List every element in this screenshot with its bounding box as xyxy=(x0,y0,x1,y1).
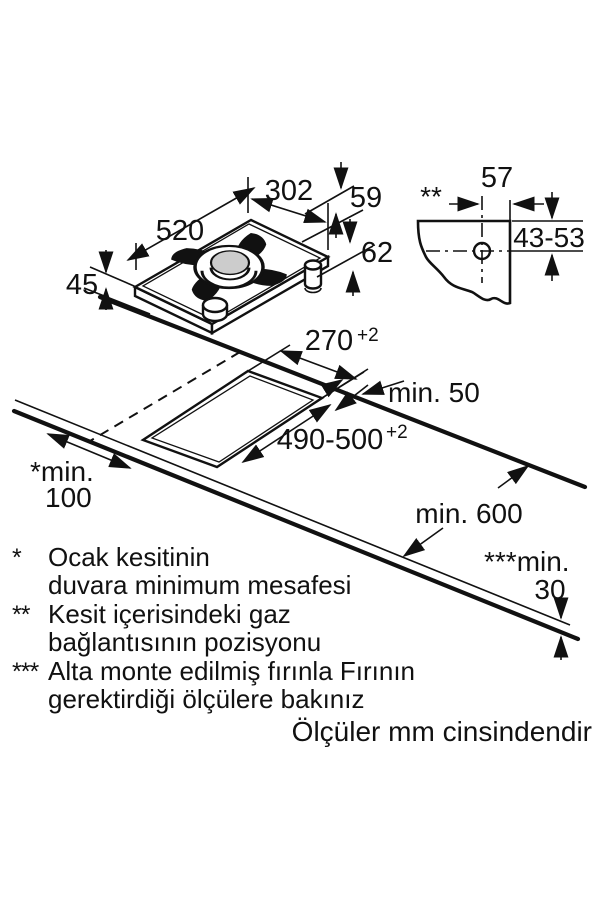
dim-min30-label: ***min. xyxy=(484,546,570,577)
notes: * Ocak kesitinin duvara minimum mesafesi… xyxy=(12,542,415,714)
dim-270-tolerance: +2 xyxy=(357,325,379,346)
note-3-marker: *** xyxy=(12,658,39,686)
gas-pipe xyxy=(303,259,323,294)
dim-302: 302 xyxy=(250,175,329,250)
note-1-marker: * xyxy=(12,544,22,572)
dim-min30-value: 30 xyxy=(534,574,565,605)
dim-min600: min. 600 xyxy=(402,464,530,558)
hob-outline-dashed-line xyxy=(89,351,241,442)
dim-270: 270 +2 xyxy=(247,325,379,399)
dim-min50: min. 50 xyxy=(320,368,480,412)
detail-marker: ** xyxy=(420,181,442,212)
dim-59-label: 59 xyxy=(350,182,382,214)
dim-min50-label: min. 50 xyxy=(388,377,480,408)
dim-302-label: 302 xyxy=(265,175,313,207)
dim-520: 520 xyxy=(126,177,256,270)
dim-59-62: 59 62 xyxy=(301,162,393,296)
dim-min100-value: 100 xyxy=(45,482,92,513)
cutout-outer xyxy=(140,369,325,469)
note-2-line-2: bağlantısının pozisyonu xyxy=(48,627,321,657)
dim-45-label: 45 xyxy=(66,269,98,301)
dim-min100: *min. 100 xyxy=(30,433,132,513)
note-3-line-1: Alta monte edilmiş fırınla Fırının xyxy=(48,656,415,686)
note-3-line-2: gerektirdiği ölçülere bakınız xyxy=(48,684,365,714)
dim-min600-label: min. 600 xyxy=(415,498,522,529)
burner-cap xyxy=(209,250,251,276)
dim-min100-label: *min. xyxy=(30,456,94,487)
worktop-corner-section xyxy=(416,219,512,305)
hob-top-view: 45 520 302 59 62 xyxy=(66,162,393,336)
dim-57-label: 57 xyxy=(481,162,513,194)
dim-62-label: 62 xyxy=(361,237,393,269)
unit-note: Ölçüler mm cinsindendir xyxy=(292,716,592,747)
control-knob xyxy=(201,296,229,323)
gas-connection-detail-view: 57 ** 43-53 xyxy=(416,162,585,305)
cutout-inner xyxy=(150,375,315,463)
dim-490-500-label: 490-500 xyxy=(277,424,383,456)
dim-min30: ***min. 30 xyxy=(484,546,570,660)
worktop-install-view: 270 +2 min. 50 490-500 +2 *min. 100 mi xyxy=(11,325,581,660)
note-1-line-1: Ocak kesitinin xyxy=(48,542,210,572)
dim-490-500-tolerance: +2 xyxy=(386,422,408,443)
dim-270-label: 270 xyxy=(305,325,353,357)
dim-520-label: 520 xyxy=(156,215,204,247)
note-2-line-1: Kesit içerisindeki gaz xyxy=(48,599,291,629)
dim-490-500: 490-500 +2 xyxy=(241,403,408,464)
note-2-marker: ** xyxy=(12,601,31,629)
dim-43-53-label: 43-53 xyxy=(513,222,585,253)
burner-tier-arc xyxy=(200,270,258,289)
note-1-line-2: duvara minimum mesafesi xyxy=(48,570,351,600)
dim-45: 45 xyxy=(66,250,114,310)
